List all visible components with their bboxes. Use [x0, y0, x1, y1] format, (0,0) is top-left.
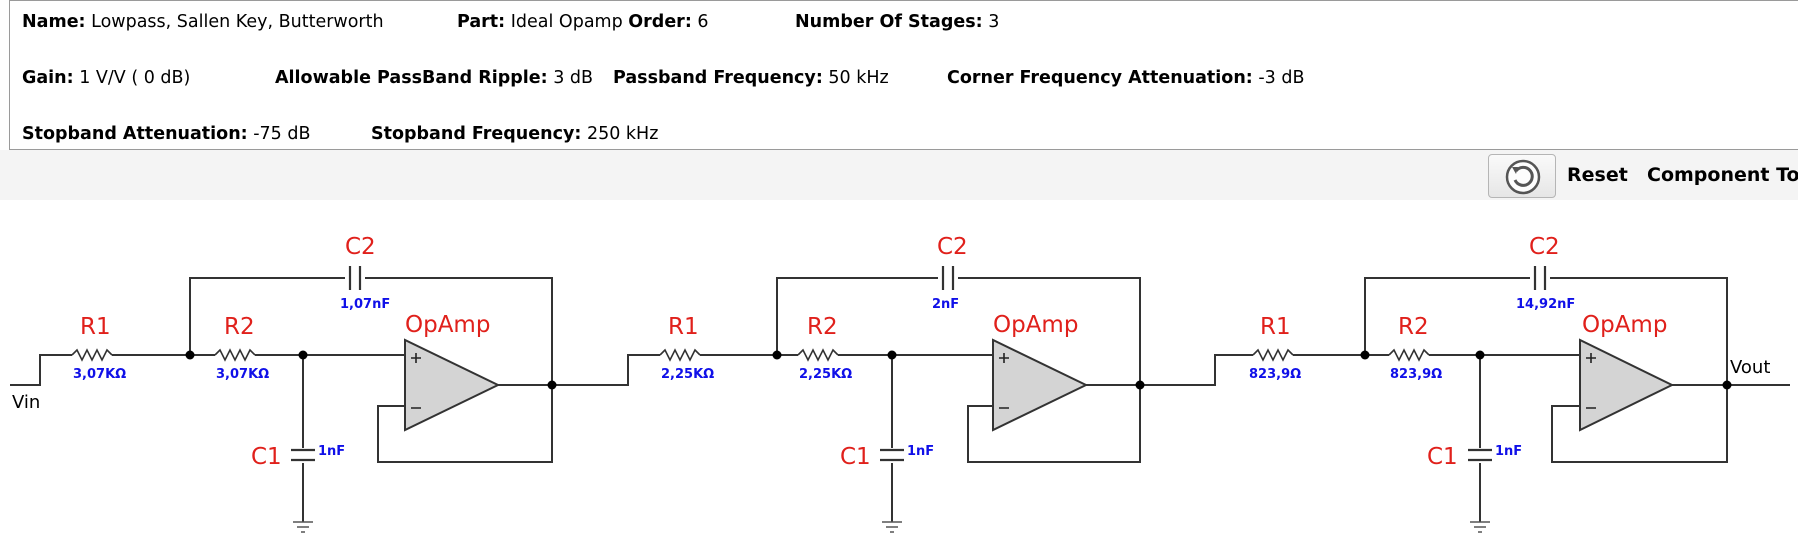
wires [10, 277, 1790, 522]
ground-icon [882, 521, 902, 533]
opamp-name-stage3: OpAmp [1582, 312, 1667, 338]
input-label: Vin [12, 392, 40, 413]
opamp-stage3 [1579, 338, 1675, 432]
c2-value-stage3: 14,92nF [1516, 297, 1575, 312]
spec-ripple: Allowable PassBand Ripple: 3 dB [275, 68, 594, 88]
spec-gain: Gain: 1 V/V ( 0 dB) [22, 68, 191, 88]
opamp-stage2 [992, 338, 1089, 432]
resistor-r1-stage2 [659, 348, 701, 362]
spec-stopband-frequency: Stopband Frequency: 250 kHz [371, 124, 659, 144]
c2-name-stage3: C2 [1529, 234, 1560, 260]
reset-label[interactable]: Reset [1567, 164, 1628, 186]
spec-stopband-attenuation: Stopband Attenuation: -75 dB [22, 124, 311, 144]
spec-stages: Number Of Stages: 3 [795, 12, 1000, 32]
filter-spec-panel: Name: Lowpass, Sallen Key, Butterworth P… [9, 0, 1798, 150]
c1-value-stage1: 1nF [318, 444, 345, 459]
capacitor-c1-stage2 [880, 448, 904, 462]
c1-name-stage3: C1 [1427, 444, 1458, 470]
component-tolerance-label[interactable]: Component Tol [1647, 164, 1798, 186]
reset-icon [1505, 159, 1541, 195]
resistor-r1-stage1 [71, 348, 113, 362]
resistors [71, 348, 1430, 362]
r2-name-stage3: R2 [1398, 314, 1429, 340]
spec-passband: Passband Frequency: 50 kHz [613, 68, 889, 88]
capacitor-c2-stage1 [348, 266, 362, 290]
r2-name-stage2: R2 [807, 314, 838, 340]
c1-value-stage3: 1nF [1495, 444, 1522, 459]
resistor-r1-stage3 [1252, 348, 1294, 362]
reset-button[interactable] [1488, 154, 1556, 198]
ground-icon [1470, 521, 1490, 533]
output-label: Vout [1730, 357, 1770, 378]
c2-value-stage2: 2nF [932, 297, 959, 312]
opamp-name-stage1: OpAmp [405, 312, 490, 338]
capacitor-c1-stage3 [1468, 448, 1492, 462]
c1-name-stage1: C1 [251, 444, 282, 470]
opamp-polarity-signs [411, 353, 1596, 409]
resistor-r2-stage3 [1388, 348, 1430, 362]
resistor-r2-stage1 [214, 348, 256, 362]
capacitor-c2-stage3 [1533, 266, 1547, 290]
capacitors [291, 266, 1547, 462]
c2-value-stage1: 1,07nF [340, 297, 390, 312]
r2-value-stage3: 823,9Ω [1390, 367, 1442, 382]
opamp-stage1 [404, 338, 501, 432]
spec-name: Name: Lowpass, Sallen Key, Butterworth [22, 12, 384, 32]
r1-value-stage1: 3,07KΩ [73, 367, 126, 382]
ground-icon [293, 521, 313, 533]
capacitor-c2-stage2 [941, 266, 955, 290]
capacitor-c1-stage1 [291, 448, 315, 462]
r1-value-stage2: 2,25KΩ [661, 367, 714, 382]
r2-value-stage1: 3,07KΩ [216, 367, 269, 382]
r2-value-stage2: 2,25KΩ [799, 367, 852, 382]
c2-name-stage2: C2 [937, 234, 968, 260]
ground-symbols [293, 521, 1490, 533]
r1-name-stage2: R1 [668, 314, 699, 340]
opamps [404, 338, 1675, 432]
spec-part: Part: Ideal Opamp Order: 6 [457, 12, 709, 32]
spec-corner: Corner Frequency Attenuation: -3 dB [947, 68, 1305, 88]
c1-value-stage2: 1nF [907, 444, 934, 459]
r1-name-stage3: R1 [1260, 314, 1291, 340]
c2-name-stage1: C2 [345, 234, 376, 260]
r1-value-stage3: 823,9Ω [1249, 367, 1301, 382]
filter-schematic: Vin Vout R1 3,07KΩ R2 3,07KΩ C2 1,07nF C… [10, 234, 1790, 533]
r2-name-stage1: R2 [224, 314, 255, 340]
resistor-r2-stage2 [797, 348, 839, 362]
opamp-name-stage2: OpAmp [993, 312, 1078, 338]
r1-name-stage1: R1 [80, 314, 111, 340]
c1-name-stage2: C1 [840, 444, 871, 470]
junction-dots [185, 350, 1732, 390]
toolbar: Reset Component Tol [0, 150, 1798, 200]
